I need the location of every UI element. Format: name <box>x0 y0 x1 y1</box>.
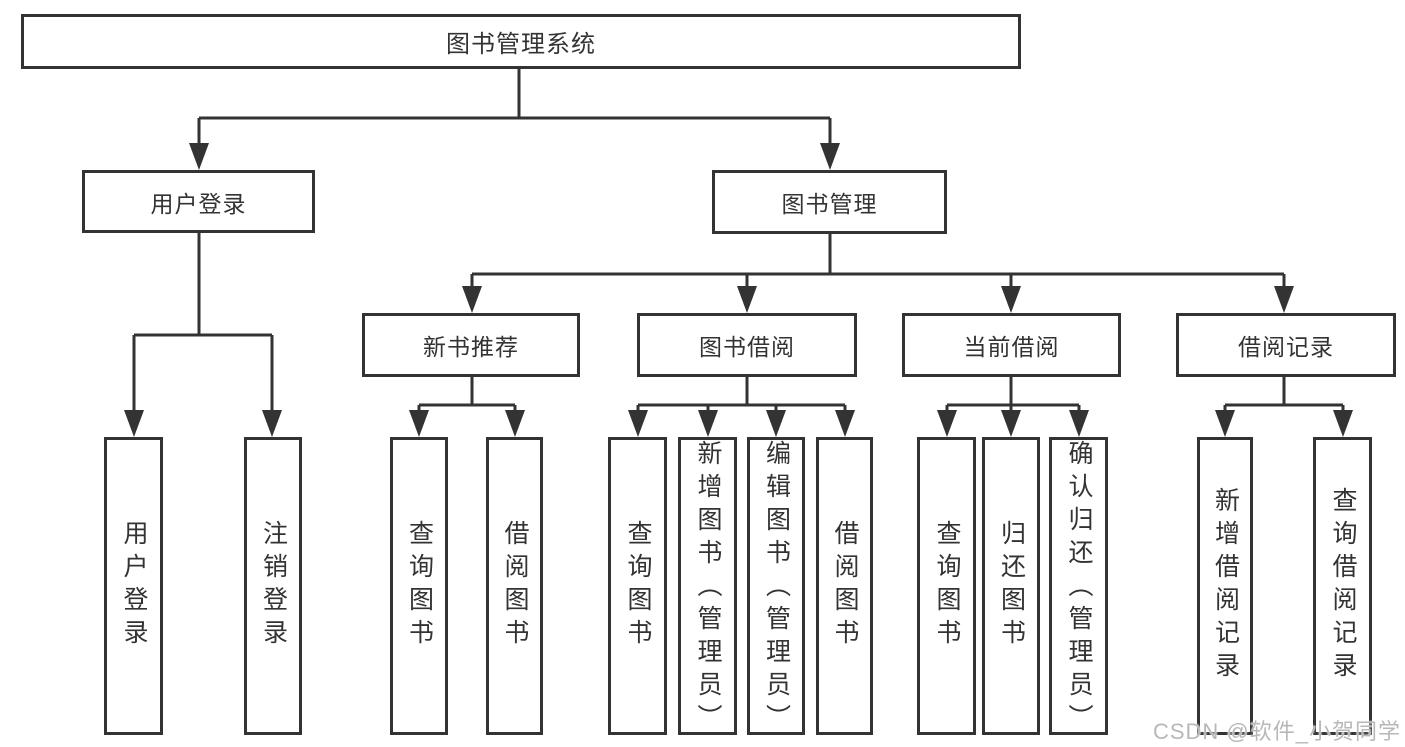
node-current-borrow: 当前借阅 <box>902 313 1121 377</box>
leaf-query-borrow-record: 查询借阅记录 <box>1313 437 1372 735</box>
connector-book-mgmt <box>470 234 1286 289</box>
leaf-query-books-borrow: 查询图书 <box>608 437 667 735</box>
leaf-logout: 注销登录 <box>244 437 302 735</box>
leaf-borrow-books: 借阅图书 <box>816 437 873 735</box>
leaf-borrow-books-rec: 借阅图书 <box>486 437 543 735</box>
watermark: CSDN @软件_小贺同学 <box>1152 719 1401 744</box>
leaf-add-borrow-record: 新增借阅记录 <box>1197 437 1253 735</box>
node-root: 图书管理系统 <box>21 14 1021 69</box>
node-new-book-rec: 新书推荐 <box>362 313 580 377</box>
leaf-edit-books-admin: 编辑图书（管理员） <box>747 437 805 737</box>
leaf-query-books-current: 查询图书 <box>917 437 976 735</box>
leaf-user-login: 用户登录 <box>104 437 163 735</box>
node-book-mgmt: 图书管理 <box>712 170 947 234</box>
connector-root <box>197 69 832 147</box>
connector-user-login <box>132 233 274 413</box>
arrowhead-icons <box>124 143 1353 437</box>
leaf-add-books-admin: 新增图书（管理员） <box>678 437 737 737</box>
leaf-return-books: 归还图书 <box>982 437 1040 735</box>
connector-borrow-records <box>1223 377 1345 413</box>
connector-new-book <box>417 377 517 413</box>
node-book-borrow: 图书借阅 <box>637 313 857 377</box>
leaf-query-books-rec: 查询图书 <box>390 437 448 735</box>
connector-current-borrow <box>945 377 1081 413</box>
connector-book-borrow <box>636 377 847 413</box>
leaf-confirm-return-admin: 确认归还（管理员） <box>1049 437 1108 737</box>
node-user-login: 用户登录 <box>82 170 315 233</box>
node-borrow-records: 借阅记录 <box>1176 313 1396 377</box>
